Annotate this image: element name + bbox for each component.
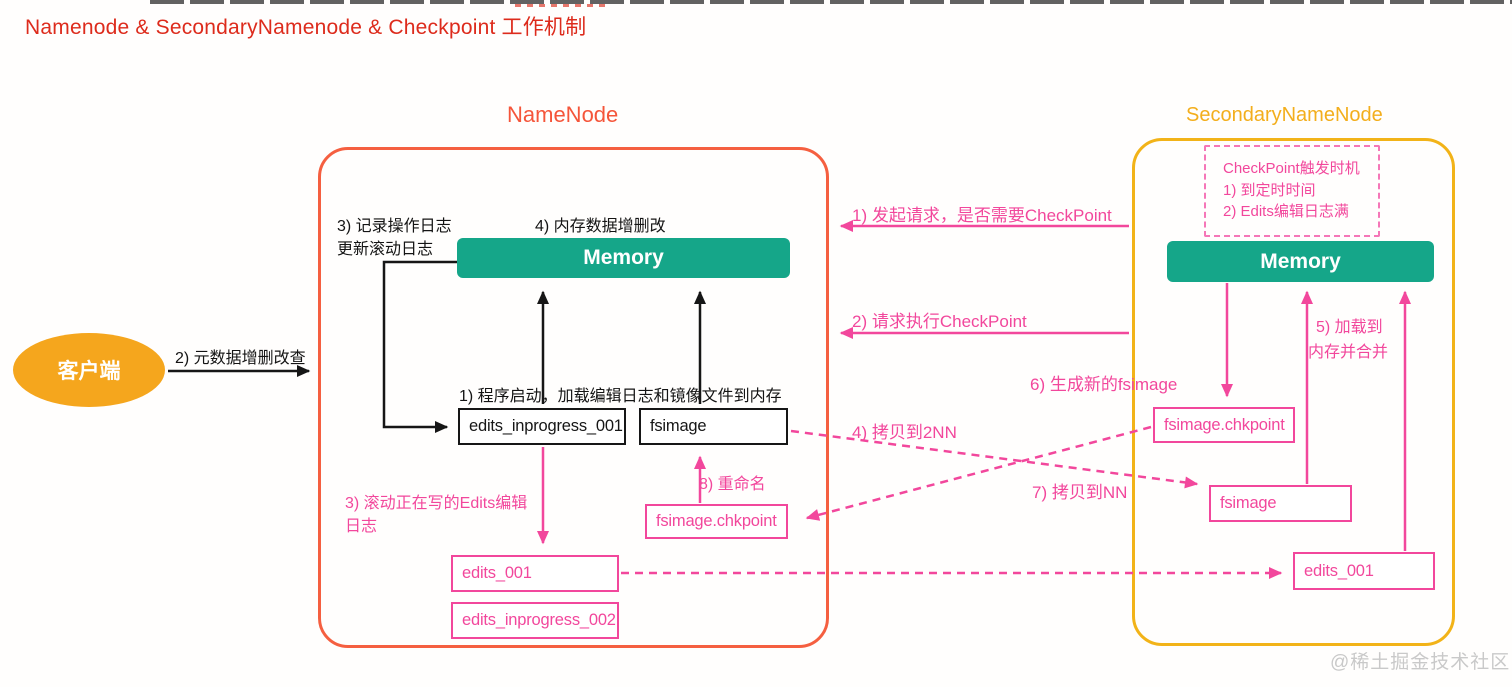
client-arrow-label: 2) 元数据增删改查 [175,350,306,367]
client-label: 客户端 [57,360,121,383]
flow-step2-label: 2) 请求执行CheckPoint [852,312,1027,331]
secondarynamenode-title: SecondaryNameNode [1186,104,1383,126]
snn-memory-box: Memory [1167,241,1434,282]
page-title: Namenode & SecondaryNamenode & Checkpoin… [25,16,587,39]
snn-note-load-2: 内存并合并 [1308,344,1389,361]
watermark: @稀土掘金技术社区 [1330,652,1511,673]
snn-edits-001-box: edits_001 [1293,552,1435,590]
snn-checkpoint-line-2: 1) 到定时时间 [1223,181,1316,199]
nn-edits-inprogress-002-label: edits_inprogress_002 [462,611,616,629]
nn-note-roll-edits: 3) 滚动正在写的Edits编辑 [345,495,528,512]
nn-note-record-log: 3) 记录操作日志 [337,218,452,235]
snn-checkpoint-line-3: 2) Edits编辑日志满 [1223,203,1349,220]
nn-note-record-log-2: 更新滚动日志 [337,241,434,258]
top-edge-red-ticks [515,4,605,7]
nn-note-startup: 1) 程序启动，加载编辑日志和镜像文件到内存 [459,388,782,405]
snn-fsimage-chkpoint-box: fsimage.chkpoint [1153,407,1295,443]
nn-note-mem-crud: 4) 内存数据增删改 [535,218,666,235]
snn-checkpoint-trigger-box: CheckPoint触发时机 1) 到定时时间 2) Edits编辑日志满 [1204,145,1380,237]
nn-edits-inprogress-001-label: edits_inprogress_001 [469,417,623,435]
nn-memory-box: Memory [457,238,790,278]
snn-fsimage-chkpoint-label: fsimage.chkpoint [1164,415,1285,434]
nn-fsimage-chkpoint-label: fsimage.chkpoint [656,512,777,530]
secondarynamenode-container [1132,138,1455,646]
snn-fsimage-box: fsimage [1209,485,1352,522]
snn-memory-label: Memory [1260,249,1341,273]
nn-memory-label: Memory [583,246,664,269]
snn-edits-001-label: edits_001 [1304,561,1374,580]
nn-fsimage-chkpoint-box: fsimage.chkpoint [645,504,788,539]
nn-fsimage-label: fsimage [650,417,707,435]
snn-fsimage-label: fsimage [1220,494,1277,512]
namenode-title: NameNode [507,102,619,127]
flow-step7-label: 7) 拷贝到NN [1032,483,1128,502]
nn-note-roll-edits-2: 日志 [345,518,378,535]
nn-edits-001-box: edits_001 [451,555,619,592]
nn-edits-001-label: edits_001 [462,564,532,582]
nn-edits-inprogress-002-box: edits_inprogress_002 [451,602,619,639]
namenode-container [318,147,829,648]
nn-edits-inprogress-001-box: edits_inprogress_001 [458,408,626,445]
flow-step6-label: 6) 生成新的fsimage [1030,375,1178,394]
flow-step1-label: 1) 发起请求，是否需要CheckPoint [852,206,1112,225]
nn-fsimage-box: fsimage [639,408,788,445]
client-node: 客户端 [13,333,165,407]
snn-checkpoint-line-1: CheckPoint触发时机 [1223,160,1360,177]
flow-step4-label: 4) 拷贝到2NN [852,423,957,442]
nn-note-rename: 8) 重命名 [699,476,766,493]
snn-note-load: 5) 加载到 [1316,319,1383,336]
top-edge-artifact [150,0,1512,4]
